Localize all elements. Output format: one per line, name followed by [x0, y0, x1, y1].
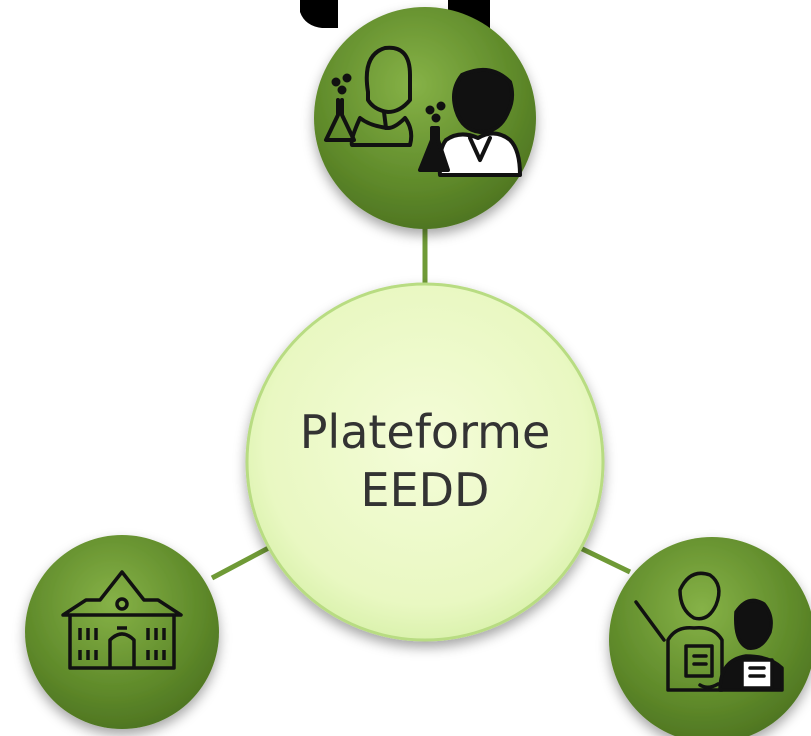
scientists-icon: [324, 45, 522, 177]
node-school[interactable]: [25, 535, 219, 729]
connector-left: [210, 540, 280, 581]
teachers-students-icon: [634, 571, 784, 692]
node-teachers[interactable]: [609, 537, 811, 736]
center-node[interactable]: [245, 282, 605, 642]
center-label-line1: Plateforme: [300, 405, 551, 459]
school-building-icon: [61, 570, 183, 670]
center-label-line2: EEDD: [361, 463, 490, 517]
